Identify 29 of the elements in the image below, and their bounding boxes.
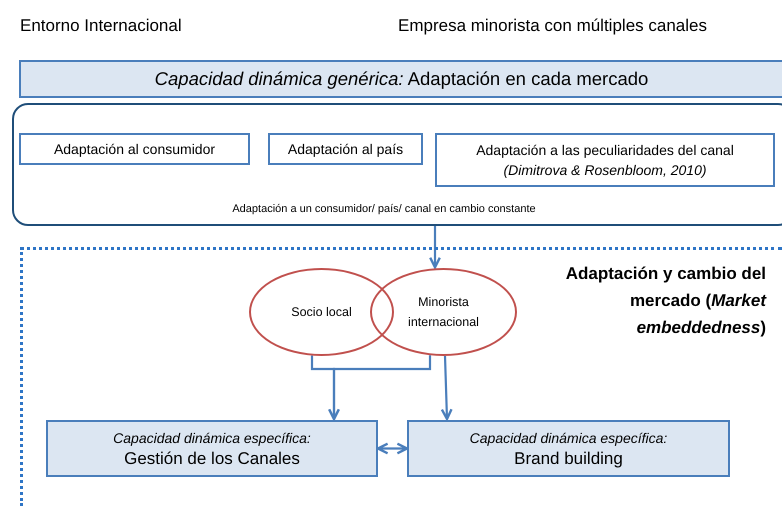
process-box: [435, 133, 775, 187]
capability-name: Gestión de los Canales: [124, 448, 300, 470]
box-label: Adaptación al consumidor: [54, 140, 216, 159]
header-label: Empresa minorista con múltiples canales: [398, 16, 707, 36]
actor-ellipse: [249, 268, 394, 356]
process-box: [19, 133, 250, 165]
actor-label: Socio local: [290, 304, 353, 321]
box-label: Adaptación al país: [288, 140, 404, 159]
adaptation-panel: [12, 103, 782, 226]
region-title: Adaptación y cambio del mercado (Market embeddedness): [564, 263, 766, 339]
box-label: Adaptación a las peculiaridades del canal: [476, 141, 734, 160]
arrow: [429, 226, 441, 268]
header-label: Entorno Internacional: [20, 16, 182, 36]
capability-kind: Capacidad dinámica específica:: [470, 428, 668, 448]
capability-box: [46, 420, 378, 477]
arrow: [328, 355, 432, 420]
capability-banner: [19, 60, 782, 98]
process-box: [268, 133, 423, 165]
arrow: [440, 356, 453, 420]
arrow: [376, 442, 408, 454]
capability-box: [407, 420, 730, 477]
actor-ellipse: [370, 268, 517, 356]
panel-caption: Adaptación a un consumidor/ país/ canal en cambio constante: [231, 203, 537, 215]
banner-title: Capacidad dinámica genérica: Adaptación en cada mercado: [154, 68, 648, 90]
citation-text: (Dimitrova & Rosenbloom, 2010): [503, 161, 707, 180]
capability-kind: Capacidad dinámica específica:: [113, 428, 311, 448]
actor-label: Minorista internacional: [407, 294, 480, 331]
market-region: [20, 247, 782, 506]
capability-name: Brand building: [514, 448, 623, 470]
